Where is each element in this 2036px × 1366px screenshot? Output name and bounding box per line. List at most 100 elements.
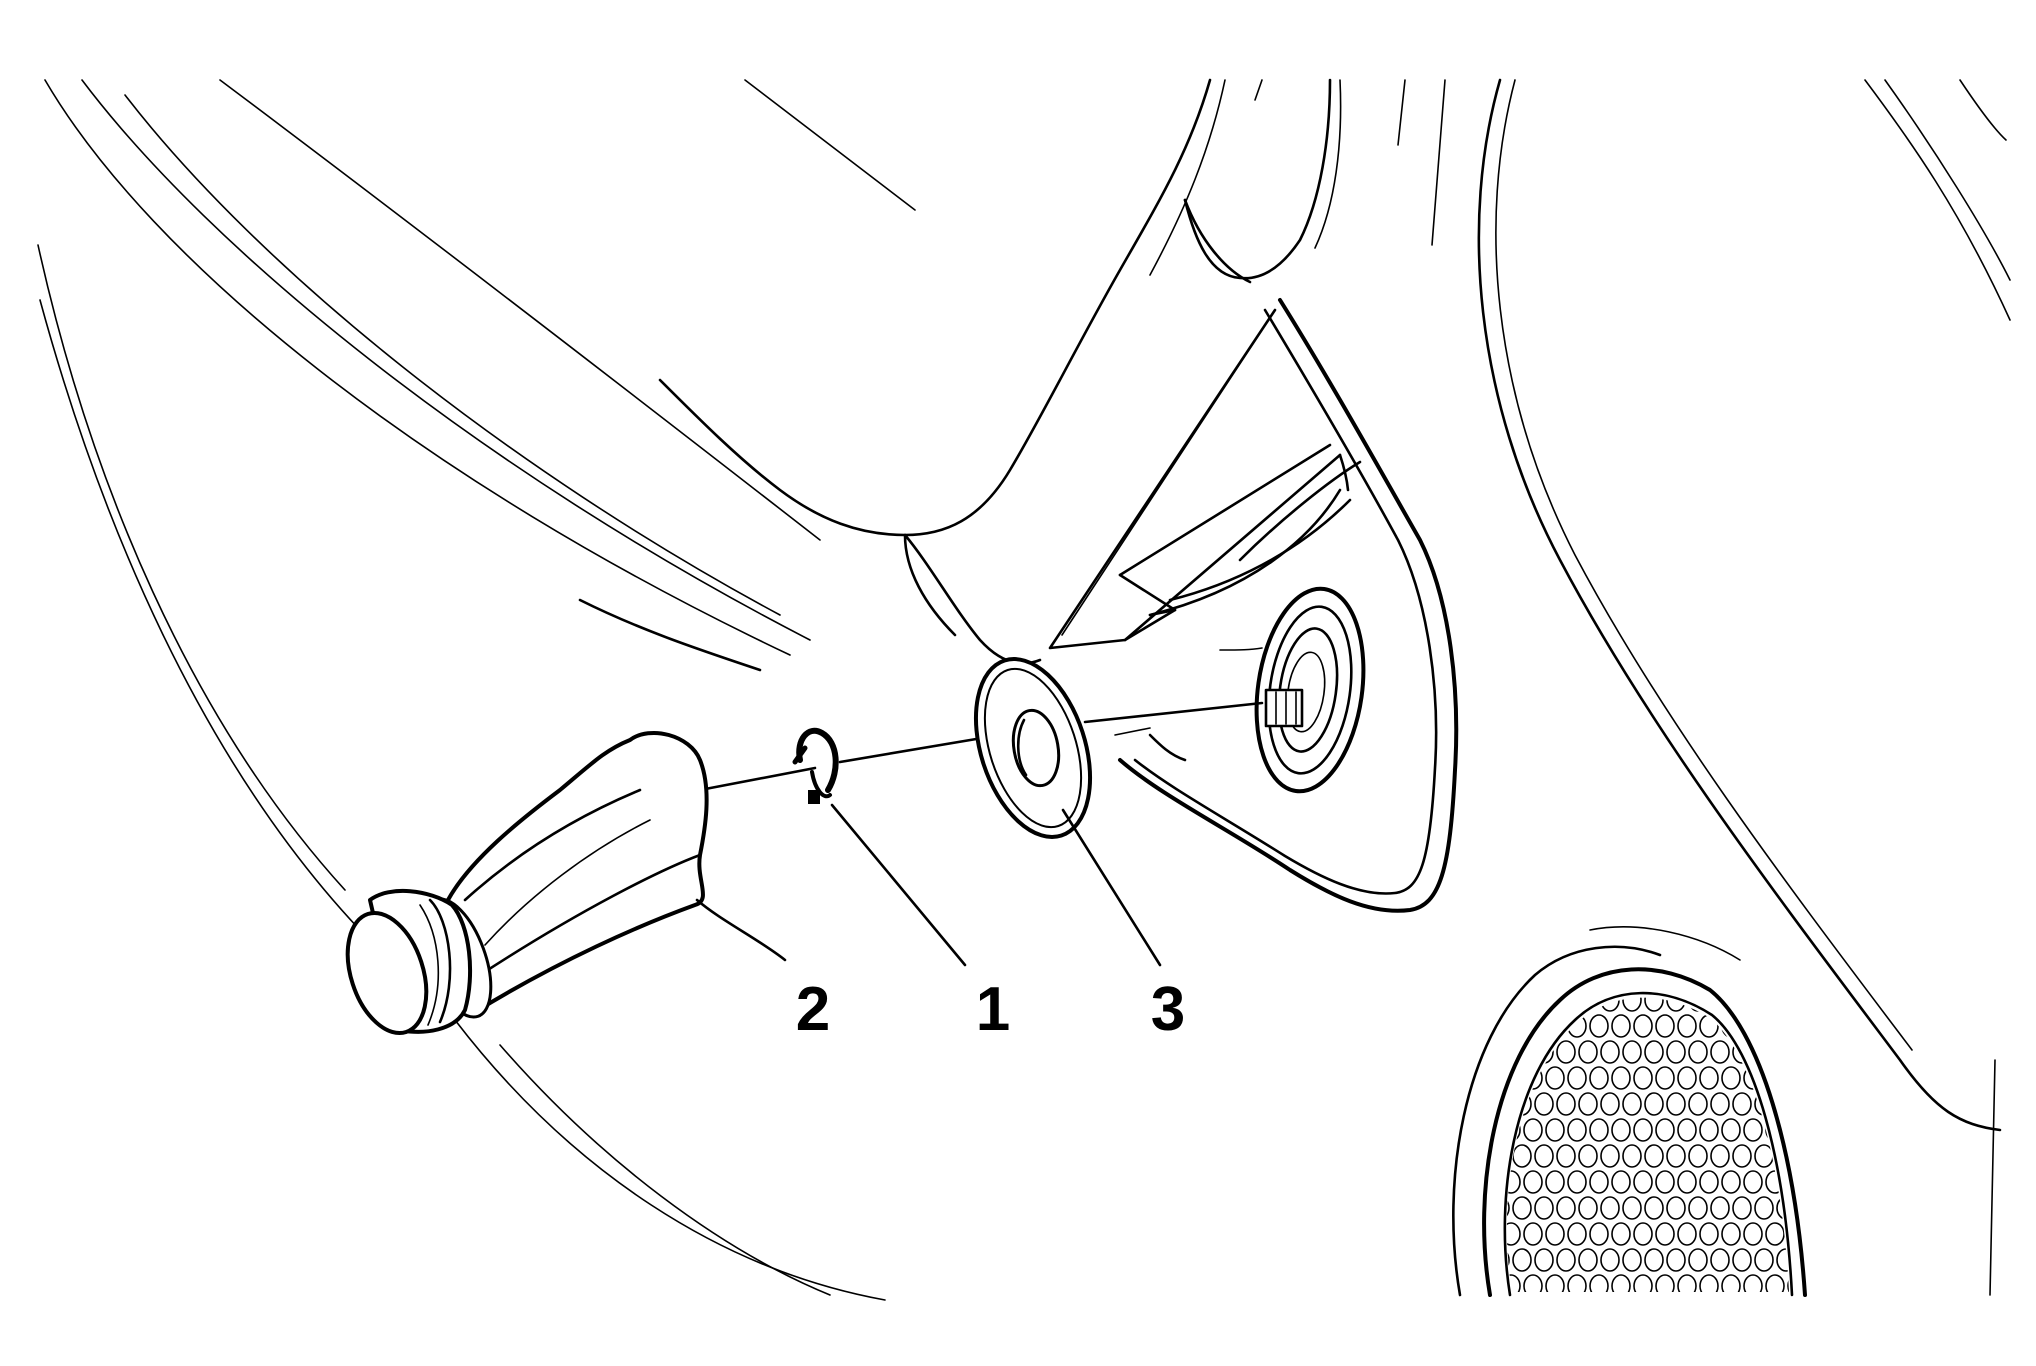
grille-hole [1810, 1275, 1828, 1297]
grille-hole [1799, 1301, 1817, 1323]
grille-hole [1534, 1248, 1554, 1272]
grille-hole [1743, 1222, 1763, 1246]
grille-hole [1512, 1144, 1532, 1168]
trim-panel-contours [37, 79, 916, 1301]
grille-hole [1787, 1014, 1789, 1038]
retaining-clip [792, 728, 839, 804]
grille-hole [1567, 1066, 1587, 1090]
grille-hole [1578, 1144, 1598, 1168]
grille-hole [1655, 1014, 1675, 1038]
grille-hole [1699, 1274, 1719, 1292]
grille-hole [1699, 1170, 1719, 1194]
grille-hole [1578, 1040, 1598, 1064]
grille-hole [1743, 1274, 1763, 1292]
grille-hole [1765, 1222, 1785, 1246]
grille-hole [1567, 1170, 1587, 1194]
grille-hole [1787, 1118, 1789, 1142]
washer [973, 657, 1093, 839]
grille-hole [1810, 1067, 1828, 1089]
grille-hole [1545, 1274, 1565, 1292]
grille-hole [1589, 1274, 1609, 1292]
grille-hole [1666, 1196, 1686, 1220]
grille-hole [1787, 1274, 1789, 1292]
grille-hole [1678, 1327, 1696, 1349]
grille-hole [1506, 1144, 1510, 1168]
grille-hole [1699, 1118, 1719, 1142]
grille-hole [1535, 1301, 1553, 1323]
grille-hole [1810, 1223, 1828, 1245]
grille-hole [1666, 1040, 1686, 1064]
grille-hole [1732, 997, 1752, 1012]
grille-hole [1699, 1066, 1719, 1090]
grille-hole [1491, 1301, 1509, 1323]
grille-hole [1600, 1248, 1620, 1272]
grille-hole [1721, 1170, 1741, 1194]
grille-hole [1513, 1301, 1531, 1323]
grille-hole [1754, 997, 1774, 1012]
grille-hole [1589, 1066, 1609, 1090]
grille-hole [1600, 1144, 1620, 1168]
grille-hole [1655, 1170, 1675, 1194]
grille-hole [1655, 1222, 1675, 1246]
grille-hole [1600, 1040, 1620, 1064]
grille-hole [1578, 1196, 1598, 1220]
grille-hole [1633, 1170, 1653, 1194]
grille-hole [1545, 1118, 1565, 1142]
grille-hole [1600, 1092, 1620, 1116]
grille-hole [1534, 1092, 1554, 1116]
grille-hole [1644, 997, 1664, 1012]
grille-hole [1622, 997, 1642, 1012]
grille-hole [1622, 1092, 1642, 1116]
grille-hole [1700, 1327, 1718, 1349]
grille-hole [1523, 1170, 1543, 1194]
switch-shaft [1264, 688, 1304, 728]
grille-hole [1622, 1144, 1642, 1168]
grille-hole [1523, 1222, 1543, 1246]
pillar-trim [658, 78, 1446, 665]
grille-hole [1655, 1066, 1675, 1090]
switch-socket [1254, 586, 1366, 794]
grille-hole [1776, 1040, 1789, 1064]
grille-hole [1688, 1092, 1708, 1116]
grille-hole [1777, 1301, 1795, 1323]
grille-hole [1776, 1248, 1789, 1272]
grille-hole [1754, 1248, 1774, 1272]
grille-hole [1644, 1144, 1664, 1168]
door-panel-contours [1477, 78, 2011, 1296]
grille-hole [1633, 1066, 1653, 1090]
grille-hole [1732, 1144, 1752, 1168]
grille-hole [1645, 1301, 1663, 1323]
grille-hole [1512, 1248, 1532, 1272]
grille-hole [1677, 1222, 1697, 1246]
grille-hole [1656, 1327, 1674, 1349]
grille-hole [1506, 1040, 1510, 1064]
grille-hole [1611, 1170, 1631, 1194]
grille-hole [1754, 1144, 1774, 1168]
grille-hole [1689, 1301, 1707, 1323]
grille-hole [1502, 1327, 1520, 1349]
grille-hole [1534, 1144, 1554, 1168]
grille-hole [1688, 1040, 1708, 1064]
grille-hole [1766, 1327, 1784, 1349]
grille-hole [1754, 1196, 1774, 1220]
grille-hole [1545, 1066, 1565, 1090]
callout-2: 2 [796, 975, 830, 1044]
grille-hole [1523, 1118, 1543, 1142]
grille-hole [1524, 1327, 1542, 1349]
grille-hole [1732, 1092, 1752, 1116]
grille-hole [1721, 1222, 1741, 1246]
grille-hole [1622, 1040, 1642, 1064]
grille-hole [1634, 1327, 1652, 1349]
grille-hole [1589, 1118, 1609, 1142]
grille-hole [1710, 1040, 1730, 1064]
grille-hole [1655, 1274, 1675, 1292]
grille-hole [1506, 1274, 1521, 1292]
grille-hole [1810, 1119, 1828, 1141]
grille-hole [1776, 1092, 1789, 1116]
grille-hole [1590, 1327, 1608, 1349]
grille-hole [1633, 1274, 1653, 1292]
knob [345, 730, 709, 1036]
grille-hole [1506, 1248, 1510, 1272]
